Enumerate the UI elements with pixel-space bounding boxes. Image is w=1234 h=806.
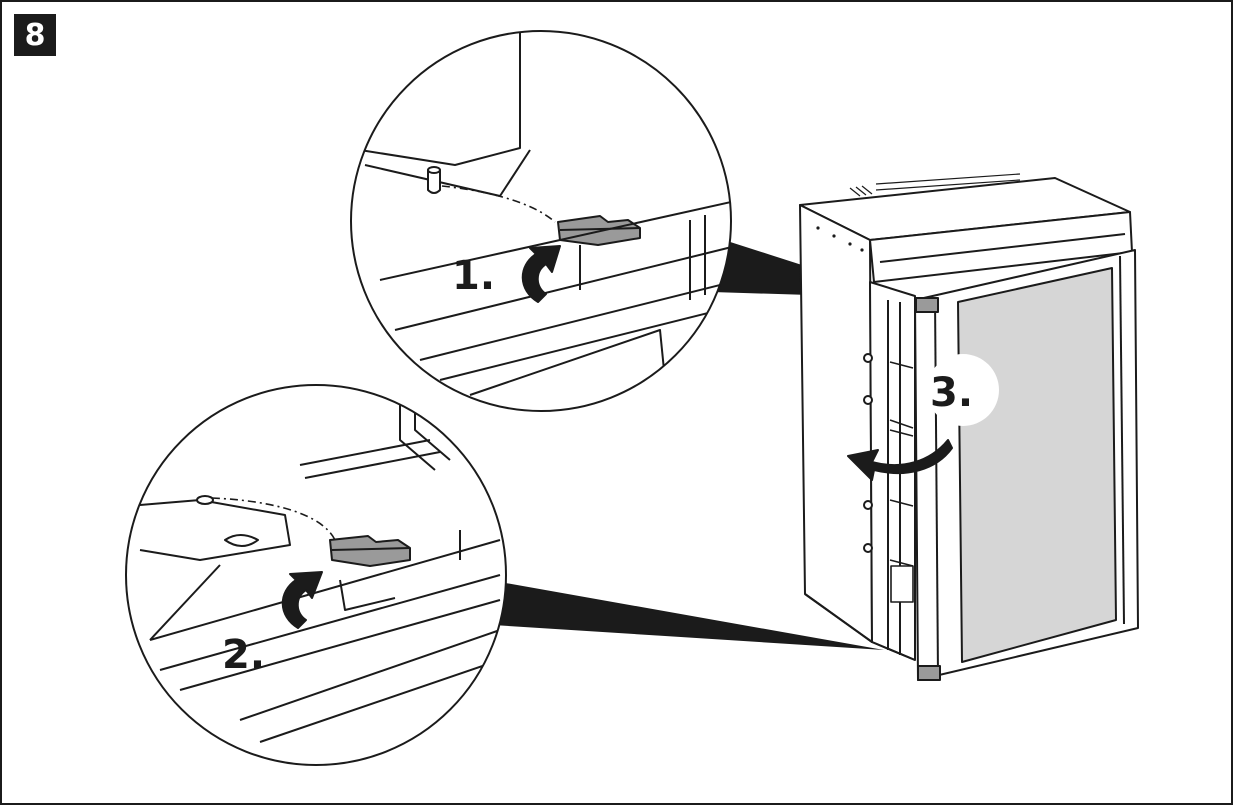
- door-panel: [957, 267, 1117, 663]
- callout-label-2: 2.: [222, 632, 265, 678]
- callout-pointer-bottom: [493, 582, 884, 650]
- detail-circle-top-contents: [359, 31, 731, 396]
- callout-label-3: 3.: [930, 370, 973, 416]
- step-2-arrow: [281, 571, 323, 629]
- fridge-side-panel: [799, 204, 873, 643]
- door-bottom-hinge: [917, 665, 941, 681]
- step-number-badge: 8: [14, 14, 56, 56]
- detail-circle-top: [350, 30, 732, 412]
- door-top-hinge: [915, 297, 939, 313]
- step-1-arrow: [521, 245, 561, 303]
- fridge-door: [914, 249, 1139, 681]
- top-vent-grille: [849, 173, 1021, 197]
- step-3-label-backdrop: [927, 354, 999, 426]
- interior-pegs: [863, 353, 873, 553]
- step-3-arrow: [847, 439, 953, 481]
- side-panel-holes: [816, 226, 864, 252]
- callout-label-1: 1.: [452, 253, 495, 299]
- fridge-shelves: [889, 361, 914, 603]
